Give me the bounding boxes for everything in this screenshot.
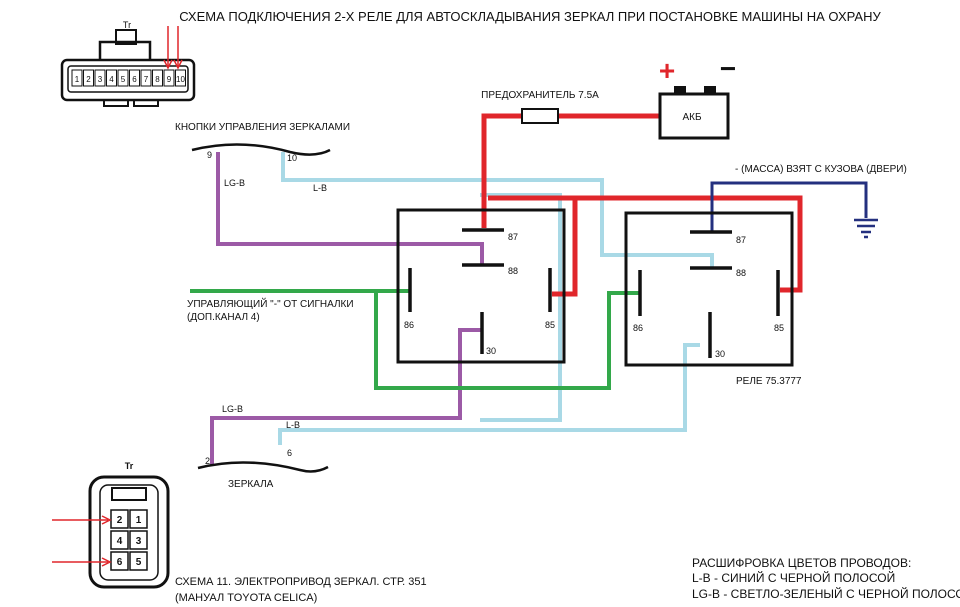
top-connector-cell — [163, 69, 175, 87]
top-connector-cell — [175, 69, 186, 87]
top-connector-cell — [106, 69, 117, 87]
top-connector-pin-label: 8 — [155, 75, 160, 84]
top-connector-cell — [71, 69, 83, 87]
wire-label-lgb-top: LG-B — [224, 178, 245, 188]
relay1-pin-87: 87 — [508, 232, 518, 242]
top-connector-cell — [152, 69, 163, 87]
top-connector-mark: Tr — [123, 20, 131, 30]
fuse-label: ПРЕДОХРАНИТЕЛЬ 7.5А — [481, 90, 599, 101]
ground-label: - (МАССА) ВЗЯТ С КУЗОВА (ДВЕРИ) — [735, 164, 907, 175]
fuse: ПРЕДОХРАНИТЕЛЬ 7.5А — [481, 90, 599, 124]
top-connector-pin-label: 2 — [86, 75, 91, 84]
wire-lb — [278, 152, 714, 445]
relay2-pin-85: 85 — [774, 323, 784, 333]
relay2-pin-30: 30 — [715, 349, 725, 359]
mirror-label: ЗЕРКАЛА — [228, 479, 274, 490]
buttons-label: КНОПКИ УПРАВЛЕНИЯ ЗЕРКАЛАМИ — [175, 122, 350, 133]
top-connector-pin-label: 7 — [144, 75, 149, 84]
top-connector-pin-label: 9 — [167, 75, 172, 84]
control-label-line2: (ДОП.КАНАЛ 4) — [187, 312, 260, 323]
legend-item-lb: L-B - СИНИЙ С ЧЕРНОЙ ПОЛОСОЙ — [692, 570, 895, 585]
bottom-connector-pin-label: 1 — [136, 515, 142, 526]
top-connector-cell — [94, 69, 106, 87]
wire-lgb — [210, 152, 484, 465]
bottom-connector-cell — [110, 530, 129, 550]
bottom-connector-pin-label: 3 — [136, 536, 142, 547]
mirror-harness — [197, 461, 329, 473]
relay-1: 87 88 86 85 30 — [396, 208, 566, 364]
relay2-pin-87: 87 — [736, 235, 746, 245]
control-label-line1: УПРАВЛЯЮЩИЙ "-" ОТ СИГНАЛКИ — [187, 297, 354, 310]
top-connector-cell — [140, 69, 152, 87]
battery-label: АКБ — [682, 112, 701, 123]
relay1-pin-85: 85 — [545, 320, 555, 330]
scheme-ref-line2: (МАНУАЛ TOYOTA CELICA) — [175, 592, 317, 604]
battery: АКБ + − — [658, 53, 736, 140]
relay1-pin-88: 88 — [508, 266, 518, 276]
wire-label-lgb-bottom: LG-B — [222, 404, 243, 414]
top-connector-cell — [117, 69, 129, 87]
legend-title: РАСШИФРОВКА ЦВЕТОВ ПРОВОДОВ: — [692, 556, 911, 570]
scheme-ref-line1: СХЕМА 11. ЭЛЕКТРОПРИВОД ЗЕРКАЛ. СТР. 351 — [175, 576, 427, 588]
bottom-connector-pin-label: 2 — [117, 515, 123, 526]
bottom-connector: Tr 2 1 4 3 6 5 — [52, 461, 170, 589]
bottom-connector-cell — [129, 551, 148, 571]
bottom-connector-cell — [110, 551, 129, 571]
top-connector-pin-label: 1 — [75, 75, 80, 84]
wire-ground — [710, 181, 868, 232]
bottom-connector-pin-label: 5 — [136, 557, 142, 568]
top-connector-cell — [129, 69, 140, 87]
bottom-connector-pin-label: 6 — [117, 557, 123, 568]
ground-icon — [854, 218, 878, 239]
relay2-pin-86: 86 — [633, 323, 643, 333]
top-connector-cell — [83, 69, 94, 87]
buttons-harness — [191, 143, 331, 156]
top-connector-pin-label: 6 — [132, 75, 137, 84]
top-connector-pin-label: 10 — [176, 75, 185, 84]
relay-2: 87 88 86 85 30 — [624, 211, 794, 367]
bottom-connector-mark: Tr — [125, 461, 134, 471]
battery-minus-sign: − — [720, 53, 736, 84]
wire-label-lb-top: L-B — [313, 183, 327, 193]
wire-control — [190, 289, 640, 390]
bottom-connector-cell — [110, 509, 129, 529]
wire-label-lb-bottom: L-B — [286, 420, 300, 430]
relay1-pin-86: 86 — [404, 320, 414, 330]
buttons-pin-10: 10 — [287, 153, 297, 163]
battery-plus-sign: + — [659, 55, 675, 86]
mirror-pin-2: 2 — [205, 456, 210, 466]
legend-item-lgb: LG-B - СВЕТЛО-ЗЕЛЕНЫЙ С ЧЕРНОЙ ПОЛОСОЙ — [692, 586, 960, 601]
top-connector-pin-label: 4 — [109, 75, 114, 84]
bottom-connector-cell — [129, 509, 148, 529]
bottom-connector-pin-label: 4 — [117, 536, 123, 547]
relay-label: РЕЛЕ 75.3777 — [736, 376, 802, 387]
wire-power — [481, 113, 803, 297]
top-connector-pin-label: 5 — [121, 75, 126, 84]
bottom-connector-cell — [129, 530, 148, 550]
relay2-pin-88: 88 — [736, 268, 746, 278]
buttons-pin-9: 9 — [207, 150, 212, 160]
top-connector-pin-label: 3 — [98, 75, 103, 84]
diagram-title: СХЕМА ПОДКЛЮЧЕНИЯ 2-Х РЕЛЕ ДЛЯ АВТОСКЛАД… — [179, 9, 881, 24]
relay1-pin-30: 30 — [486, 346, 496, 356]
mirror-pin-6: 6 — [287, 448, 292, 458]
